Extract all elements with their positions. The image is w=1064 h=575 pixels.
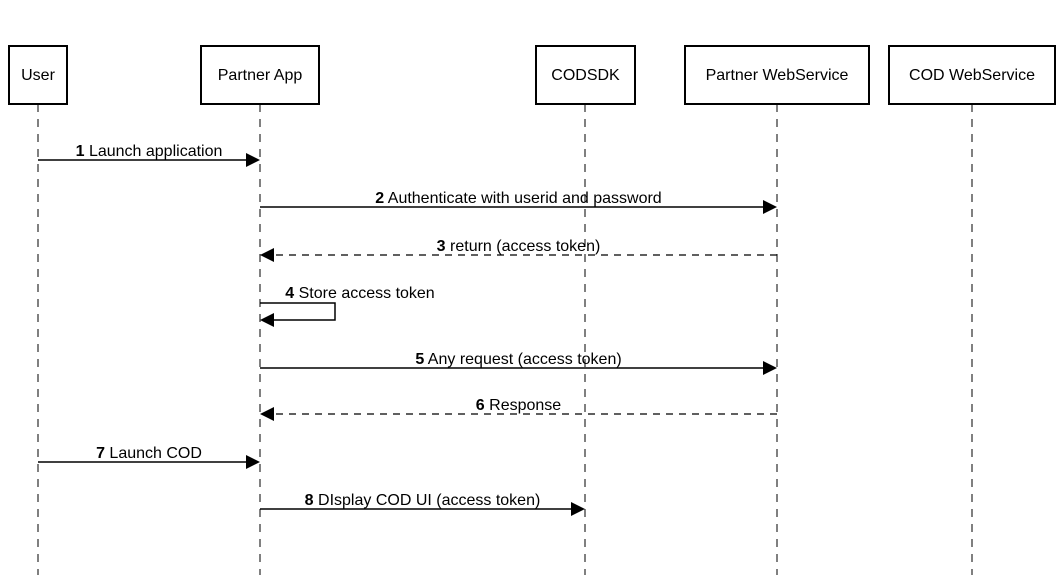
participant-box (535, 45, 636, 105)
message-text: Store access token (294, 285, 435, 302)
message-label: 6 Response (476, 397, 562, 414)
arrowhead (246, 455, 260, 469)
message-text: Authenticate with userid and password (384, 190, 662, 207)
participant-label: User (21, 67, 55, 84)
arrowhead (260, 407, 274, 421)
participant-label: CODSDK (551, 67, 620, 84)
message-4: 4 Store access token (260, 285, 435, 327)
message-6: 6 Response (260, 397, 777, 421)
message-number: 1 (76, 143, 85, 160)
message-number: 4 (285, 285, 294, 302)
message-text: Launch application (85, 143, 223, 160)
participant-label: COD WebService (909, 67, 1035, 84)
message-3: 3 return (access token) (260, 238, 777, 262)
participant-box (200, 45, 320, 105)
message-number: 8 (305, 492, 314, 509)
message-text: Response (485, 397, 562, 414)
message-text: return (access token) (446, 238, 601, 255)
participant-box (8, 45, 68, 105)
arrowhead (763, 361, 777, 375)
message-line (260, 302, 336, 321)
message-number: 3 (437, 238, 446, 255)
message-label: 3 return (access token) (437, 238, 601, 255)
message-number: 5 (415, 351, 424, 368)
message-1: 1 Launch application (38, 143, 260, 167)
message-7: 7 Launch COD (38, 445, 260, 469)
message-number: 2 (375, 190, 384, 207)
participant-label: Partner WebService (706, 67, 849, 84)
message-label: 7 Launch COD (96, 445, 202, 462)
arrowhead (763, 200, 777, 214)
message-8: 8 DIsplay COD UI (access token) (260, 492, 585, 516)
message-label: 8 DIsplay COD UI (access token) (305, 492, 541, 509)
message-text: Launch COD (105, 445, 202, 462)
message-text: DIsplay COD UI (access token) (314, 492, 541, 509)
message-label: 2 Authenticate with userid and password (375, 190, 661, 207)
participant-partner-app: Partner App (200, 45, 320, 105)
participant-box (888, 45, 1056, 105)
messages: 1 Launch application 2 Authenticate with … (38, 143, 777, 516)
participants: User Partner App CODSDK Partner WebService C… (8, 45, 1056, 105)
participant-partner-webservice: Partner WebService (684, 45, 870, 105)
arrowhead (260, 248, 274, 262)
participant-cod-webservice: COD WebService (888, 45, 1056, 105)
arrowhead (571, 502, 585, 516)
message-5: 5 Any request (access token) (260, 351, 777, 375)
message-label: 1 Launch application (76, 143, 223, 160)
message-number: 6 (476, 397, 485, 414)
message-label: 5 Any request (access token) (415, 351, 621, 368)
message-label: 4 Store access token (285, 285, 434, 302)
arrowhead (246, 153, 260, 167)
message-text: Any request (access token) (424, 351, 621, 368)
message-2: 2 Authenticate with userid and password (260, 190, 777, 214)
lifelines (37, 104, 973, 575)
participant-codsdk: CODSDK (535, 45, 636, 105)
message-number: 7 (96, 445, 105, 462)
participant-box (684, 45, 870, 105)
arrowhead (260, 313, 274, 327)
participant-label: Partner App (218, 67, 303, 84)
participant-user: User (8, 45, 68, 105)
